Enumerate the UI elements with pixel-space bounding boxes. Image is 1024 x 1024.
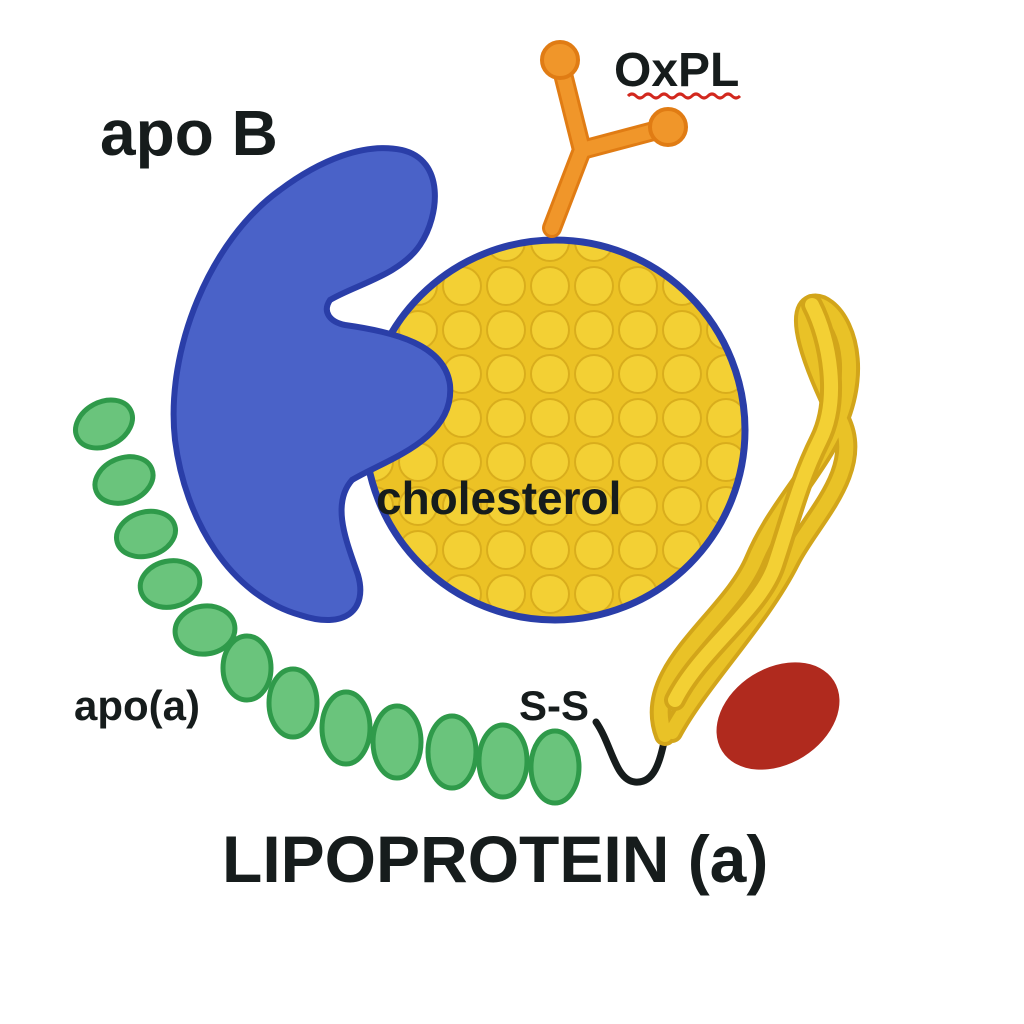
kringle-domain-icon — [528, 728, 582, 806]
helix-icon — [649, 293, 861, 746]
kringle-domain-icon — [425, 713, 479, 791]
disulfide-linker — [592, 718, 669, 786]
apo-b-protein — [170, 145, 454, 623]
oxpl-underline — [626, 92, 742, 100]
oxidized-phospholipid-icon — [540, 40, 688, 238]
kringle-domain-icon — [476, 722, 530, 800]
kringle-domain-icon — [114, 508, 178, 560]
kringle-domain-icon — [319, 689, 373, 767]
disulfide-label: S-S — [519, 682, 589, 729]
oxpl-label: OxPL — [614, 44, 739, 97]
kringle-domain-icon — [370, 703, 424, 781]
cholesterol-label: cholesterol — [376, 472, 621, 524]
kringle-domain-icon — [266, 666, 320, 740]
apo-b-label: apo B — [100, 97, 278, 169]
kringle-domain-icon — [73, 397, 135, 451]
kringle-domain-icon — [137, 558, 203, 610]
apo-a-kringles — [73, 397, 582, 806]
kringle-domain-icon — [172, 603, 238, 657]
kringle-domain-icon — [92, 454, 156, 506]
diagram-title: LIPOPROTEIN (a) — [222, 822, 768, 896]
protease-domain-icon — [716, 662, 840, 770]
kringle-domain-icon — [220, 633, 274, 703]
apo-a-label: apo(a) — [74, 682, 200, 729]
